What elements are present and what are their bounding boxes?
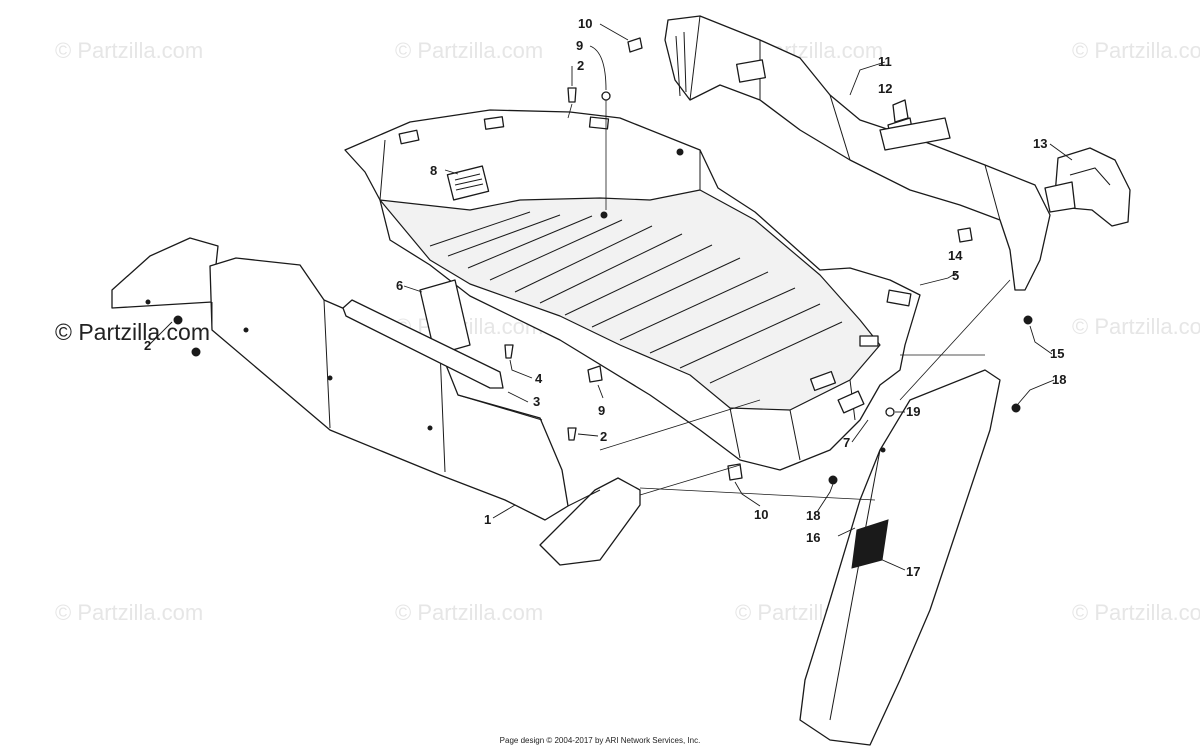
callout-18b: 18 (806, 508, 820, 523)
callout-8: 8 (430, 163, 437, 178)
part-1-front-panel (111, 237, 641, 566)
watermark: © Partzilla.com (1072, 38, 1200, 63)
part-6-label (419, 279, 471, 356)
callout-10b: 10 (754, 507, 768, 522)
part-13-light (1044, 147, 1131, 227)
callout-16: 16 (806, 530, 820, 545)
callout-2c: 2 (144, 338, 151, 353)
watermark: © Partzilla.com (395, 38, 543, 63)
part-12-decal (879, 117, 951, 151)
watermark: © Partzilla.com (395, 600, 543, 625)
part-3-trim (342, 299, 504, 389)
assembly-lines (567, 100, 1011, 501)
callout-10: 10 (578, 16, 592, 31)
watermark: © Partzilla.com (1072, 600, 1200, 625)
watermark: © Partzilla.com (1072, 314, 1200, 339)
callout-12: 12 (878, 81, 892, 96)
callout-5: 5 (952, 268, 959, 283)
callout-2b: 2 (600, 429, 607, 444)
part-17-bumper-strip (799, 369, 1001, 746)
callout-9b: 9 (598, 403, 605, 418)
callout-7: 7 (843, 435, 850, 450)
callout-11: 11 (878, 54, 892, 69)
callout-1: 1 (484, 512, 491, 527)
watermark-dark: © Partzilla.com (55, 319, 210, 345)
callout-19: 19 (906, 404, 920, 419)
callout-6: 6 (396, 278, 403, 293)
callout-18: 18 (1052, 372, 1066, 387)
footer-copyright: Page design © 2004-2017 by ARI Network S… (499, 736, 701, 745)
callout-3: 3 (533, 394, 540, 409)
callout-14: 14 (948, 248, 963, 263)
callout-13: 13 (1033, 136, 1047, 151)
hardware (173, 37, 1033, 485)
leader-lines (149, 23, 1073, 571)
callouts: 10 9 2 8 11 12 13 14 5 6 4 3 9 2 7 15 18… (144, 16, 1066, 579)
callout-15: 15 (1050, 346, 1064, 361)
watermark: © Partzilla.com (55, 38, 203, 63)
callout-4: 4 (535, 371, 543, 386)
callout-2: 2 (577, 58, 584, 73)
callout-17: 17 (906, 564, 920, 579)
callout-9: 9 (576, 38, 583, 53)
part-5-cargo-box (344, 109, 921, 471)
watermark: © Partzilla.com (55, 600, 203, 625)
